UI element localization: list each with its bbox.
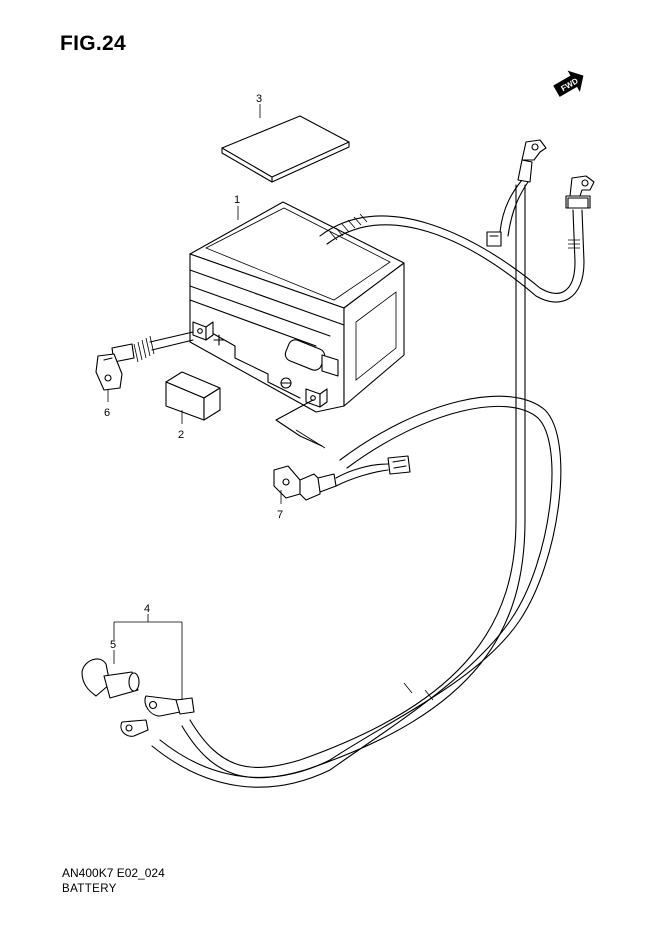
page-title: FIG.24 <box>60 32 126 55</box>
battery-pad-part-3 <box>221 115 350 183</box>
callout-6: 6 <box>104 407 110 419</box>
battery-lead-part-4 <box>120 695 195 737</box>
callout-1: 1 <box>234 194 240 206</box>
forward-arrow-icon: FWD <box>553 70 584 97</box>
upper-ring-lead <box>565 175 595 263</box>
battery-harness-cable <box>319 213 585 303</box>
callout-2: 2 <box>178 429 184 441</box>
callout-7: 7 <box>277 509 283 521</box>
long-positive-lead <box>181 184 526 779</box>
terminal-cover-part-5 <box>81 658 140 699</box>
battery-part-1 <box>189 201 405 413</box>
diagram-caption: BATTERY <box>62 883 117 895</box>
terminal-lead-part-7 <box>273 399 411 501</box>
callout-4: 4 <box>144 603 150 615</box>
bottom-loop-cable <box>151 395 562 788</box>
terminal-lead-part-6 <box>95 331 194 391</box>
callout-5: 5 <box>110 639 116 651</box>
battery-terminal-negative <box>192 321 214 341</box>
upper-sensor-lead <box>486 139 547 247</box>
diagram-code: AN400K7 E02_024 <box>62 866 165 880</box>
leader-lines <box>107 104 282 700</box>
battery-spacer-part-2 <box>165 371 221 421</box>
callout-3: 3 <box>256 93 262 105</box>
